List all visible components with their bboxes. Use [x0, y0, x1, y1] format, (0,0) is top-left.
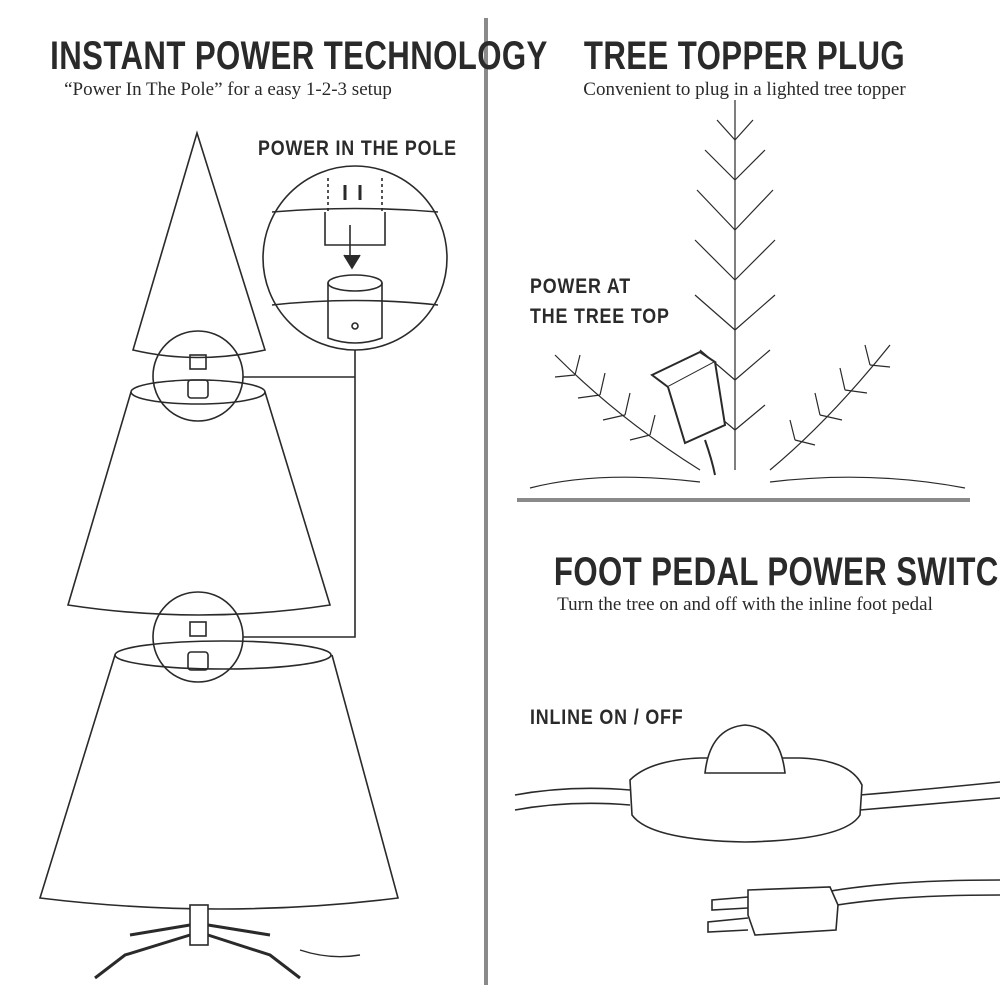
- instant-power-title: INSTANT POWER TECHNOLOGY: [50, 34, 548, 78]
- tree-topper-illustration: [529, 100, 966, 489]
- foot-pedal-illustration: [514, 724, 1000, 936]
- power-in-pole-magnifier: [262, 165, 448, 351]
- joint-circle-top: [152, 330, 244, 422]
- power-plug: [707, 886, 839, 936]
- instant-power-subtitle: “Power In The Pole” for a easy 1-2-3 set…: [64, 79, 392, 100]
- power-at-label-line1: POWER AT: [530, 275, 632, 298]
- power-in-pole-label: POWER IN THE POLE: [258, 137, 457, 160]
- foot-pedal-title: FOOT PEDAL POWER SWITCH: [553, 550, 1000, 594]
- tree-topper-title: TREE TOPPER PLUG: [583, 34, 906, 78]
- tree-sections-diagram: [38, 130, 448, 980]
- inline-on-off-label: INLINE ON / OFF: [530, 706, 684, 729]
- foot-pedal-subtitle: Turn the tree on and off with the inline…: [557, 594, 933, 615]
- topper-plug: [650, 350, 727, 476]
- tree-stand: [94, 904, 361, 980]
- power-at-label-line2: THE TREE TOP: [530, 305, 670, 328]
- power-at-tree-top-label: POWER AT THE TREE TOP: [530, 272, 670, 332]
- tree-topper-subtitle: Convenient to plug in a lighted tree top…: [583, 79, 906, 100]
